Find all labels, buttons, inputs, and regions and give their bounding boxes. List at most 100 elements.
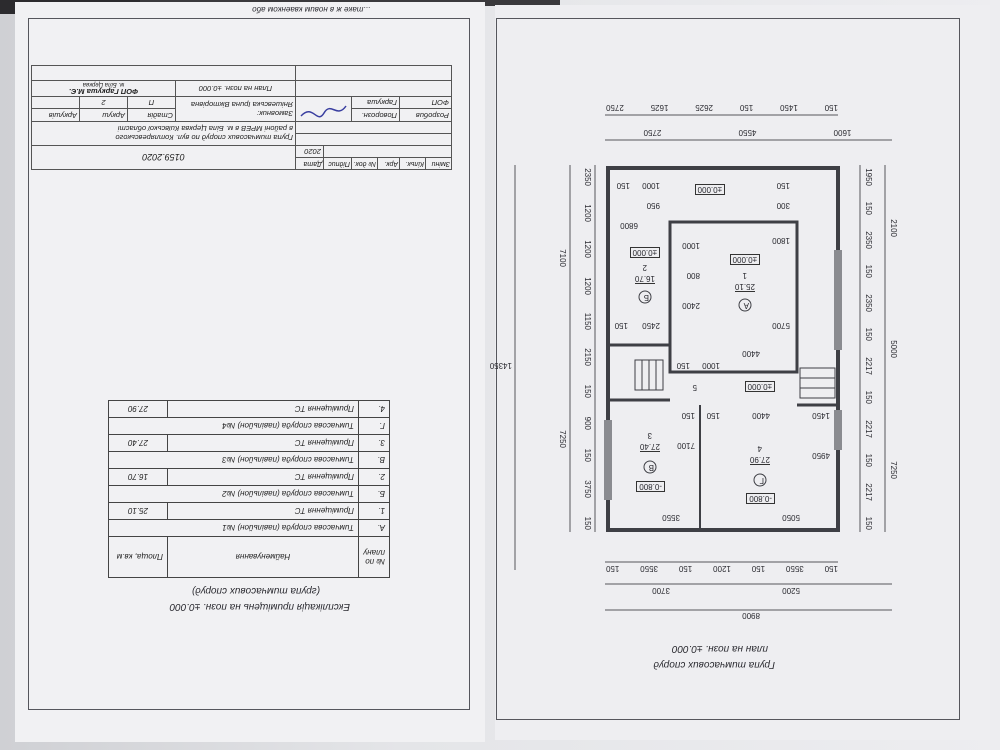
col-header-no: № по плану xyxy=(358,536,390,578)
project-name: Група тимчасових споруд по вул. Котлярев… xyxy=(115,133,293,143)
dimension-value: 150 xyxy=(739,103,754,112)
dimension-value: 1625 xyxy=(650,103,669,112)
interior-dimension-value: 150 xyxy=(616,181,630,190)
role-name: Гаркуша xyxy=(351,96,400,109)
blank-cell xyxy=(295,133,452,146)
dimension-value: 2750 xyxy=(606,103,624,112)
corridor-level: ±0.000 xyxy=(744,381,775,392)
sheet-title: План на позн. ±0.000 xyxy=(175,80,296,97)
row-area: 27.40 xyxy=(108,434,168,452)
dimension-value: 1200 xyxy=(583,204,592,223)
dims-left-outer: 7250 5000 2100 xyxy=(889,168,898,530)
dimension-value: 150 xyxy=(583,384,592,399)
row-name: Тимчасова споруда (павільйон) №3 xyxy=(108,451,359,469)
row-name: Тимчасова споруда (павільйон) №2 xyxy=(108,485,359,503)
interior-dimension-value: 1000 xyxy=(642,181,660,190)
room-marker-b xyxy=(638,290,652,304)
dimension-value: 2350 xyxy=(864,231,873,249)
dimension-value: 3550 xyxy=(640,564,659,573)
title-block: Зміни Кільк. Арк. № док. Підпис Дата 015… xyxy=(31,65,452,170)
dimension-value: 2217 xyxy=(864,482,873,501)
row-area: 16.70 xyxy=(108,468,168,486)
interior-dimension-value: 150 xyxy=(681,411,695,420)
dimension-value: 4550 xyxy=(738,128,757,137)
interior-dimension-value: 6800 xyxy=(620,221,638,230)
room-level: ±0.000 xyxy=(729,254,760,265)
dimension-value: 7250 xyxy=(558,430,567,449)
dimension-value: 2350 xyxy=(864,294,873,312)
stage-header: Аркуш xyxy=(79,109,128,122)
blank-cell xyxy=(295,65,452,81)
role-label: ФОП xyxy=(399,96,452,109)
revision-col-label: Підпис xyxy=(323,157,352,170)
interior-dimension-value: 800 xyxy=(686,271,700,280)
interior-dimension-value: 1000 xyxy=(682,241,700,250)
dimension-value: 150 xyxy=(864,327,873,342)
dimension-value: 1600 xyxy=(833,128,852,137)
interior-dimension-value: 150 xyxy=(706,411,720,420)
revision-col-label: Зміни xyxy=(425,157,452,170)
dimension-value: 7100 xyxy=(558,249,567,268)
table-row: Г.Тимчасова споруда (павільйон) №4 xyxy=(108,417,390,435)
dimension-value: 1450 xyxy=(780,103,798,112)
room-level: -0.800 xyxy=(746,493,775,504)
stage-value: П xyxy=(127,96,176,109)
blank-cell xyxy=(295,121,452,134)
row-name: Приміщення ТС xyxy=(167,434,359,452)
blank-cell xyxy=(323,145,452,158)
room-letter: А xyxy=(743,301,749,310)
dimension-value: 1200 xyxy=(583,276,592,295)
company-city: м. Біла Церква xyxy=(82,81,125,87)
interior-dimension-value: 4950 xyxy=(812,451,830,460)
dimension-value: 150 xyxy=(864,516,873,530)
dimension-value: 2100 xyxy=(889,219,898,238)
dim-total: 8900 xyxy=(742,611,760,620)
row-name: Тимчасова споруда (павільйон) №4 xyxy=(108,417,359,435)
dimension-value: 2750 xyxy=(643,128,662,137)
table-row: Б.Тимчасова споруда (павільйон) №2 xyxy=(108,485,390,503)
row-number: Б. xyxy=(358,485,390,503)
row-area: 25.10 xyxy=(108,502,168,520)
dimension-value: 5000 xyxy=(889,340,898,358)
room-level: ±0.000 xyxy=(629,247,660,258)
row-name: Приміщення ТС xyxy=(167,400,359,418)
dimension-value: 3550 xyxy=(785,564,804,573)
room-marker-v xyxy=(643,460,657,474)
row-number: 2. xyxy=(358,468,390,486)
dimension-value: 150 xyxy=(751,564,766,573)
explication-subtitle: (група тимчасових споруд) xyxy=(191,585,320,596)
dimension-value: 2150 xyxy=(583,348,592,367)
room-area: 25.10 xyxy=(734,282,755,292)
row-number: 4. xyxy=(358,400,390,418)
room-marker-a xyxy=(738,298,752,312)
col-header-name: Найменування xyxy=(167,536,359,578)
dimension-value: 150 xyxy=(864,264,873,279)
dimension-value: 150 xyxy=(678,564,693,573)
revision-col-label: № док. xyxy=(351,157,378,170)
stage-header: Аркушів xyxy=(31,109,80,122)
interior-dimension-value: 1450 xyxy=(812,411,830,420)
room-letter: Б xyxy=(643,293,649,302)
dimension-value: 1950 xyxy=(864,168,873,186)
dim: 5200 xyxy=(782,586,800,595)
company: ФОП Гаркуша М.Є.м. Біла Церква xyxy=(31,80,176,97)
dimension-value: 2350 xyxy=(583,168,592,186)
entry-level: ±0.000 xyxy=(694,184,725,195)
room-area: 27.90 xyxy=(749,455,770,465)
table-header-row: № по плану Найменування Площа, кв.м xyxy=(108,536,390,578)
dimension-value: 7250 xyxy=(889,460,898,479)
dimension-value: 150 xyxy=(864,453,873,468)
dimension-value: 150 xyxy=(583,516,592,530)
interior-dimension-value: 150 xyxy=(676,361,690,370)
role-label: Розробив xyxy=(399,109,452,122)
dimension-value: 150 xyxy=(583,448,592,462)
project-title: Група тимчасових споруд по вул. Котлярев… xyxy=(31,121,296,146)
dimension-value: 150 xyxy=(824,103,838,112)
dim-total-vertical: 14350 xyxy=(489,361,512,370)
blank-cell xyxy=(295,80,452,97)
interior-dimension-value: 4400 xyxy=(752,411,770,420)
